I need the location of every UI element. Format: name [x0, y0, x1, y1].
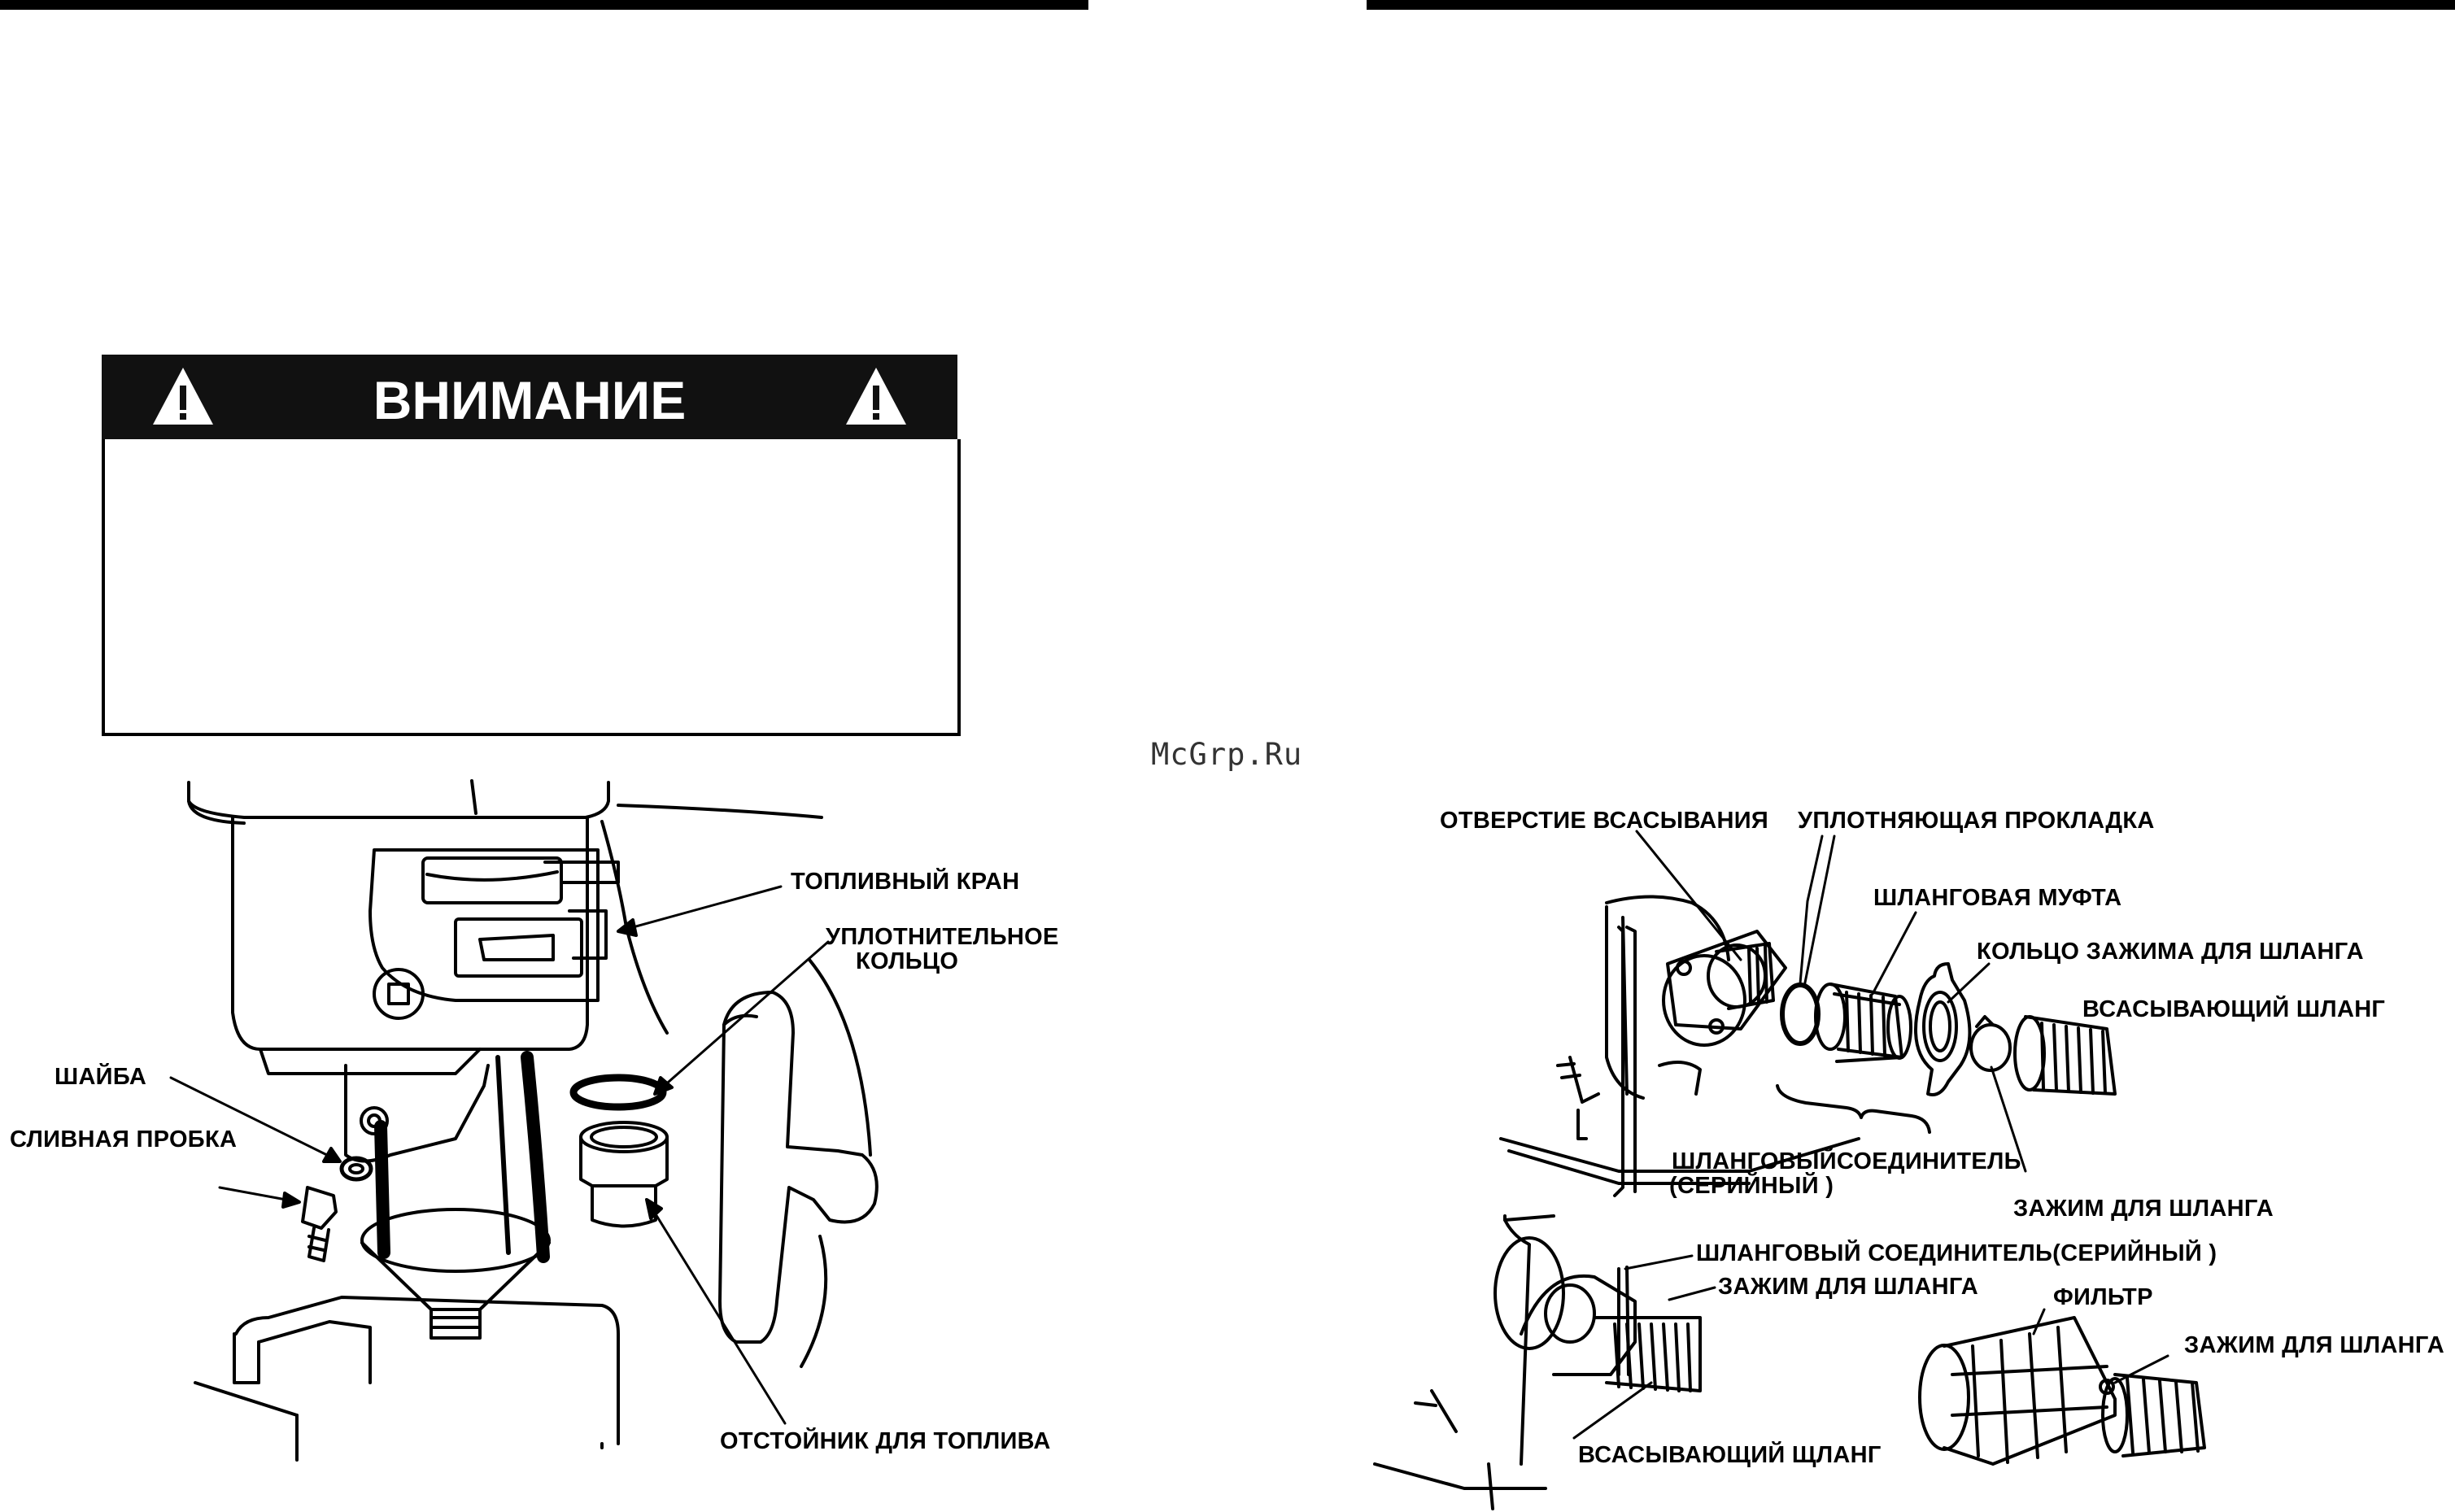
label-hose-clamp-2: ЗАЖИМ ДЛЯ ШЛАНГА [1718, 1274, 1979, 1300]
label-fuel-valve: ТОПЛИВНЫЙ КРАН [791, 869, 1020, 895]
top-rule-right [1367, 0, 2455, 10]
label-suction-hose-2: ВСАСЫВАЮЩИЙ ЩЛАНГ [1578, 1442, 1882, 1468]
warning-body [102, 439, 961, 736]
label-suction-hose: ВСАСЫВАЮЩИЙ ШЛАНГ [2082, 996, 2386, 1022]
label-sediment-cup: ОТСТОЙНИК ДЛЯ ТОПЛИВА [720, 1428, 1051, 1454]
label-hose-coupling: ШЛАНГОВАЯ МУФТА [1873, 885, 2122, 911]
warning-triangle-icon [153, 368, 213, 425]
label-hose-clamp-3: ЗАЖИМ ДЛЯ ШЛАНГА [2184, 1332, 2445, 1358]
label-washer: ШАЙБА [55, 1064, 147, 1090]
label-hose-connector-line2: (СЕРИЙНЫЙ ) [1669, 1173, 1834, 1199]
label-hose-clamp-ring: КОЛЬЦО ЗАЖИМА ДЛЯ ШЛАНГА [1977, 939, 2364, 965]
label-hose-connector-serial: ШЛАНГОВЫЙ СОЕДИНИТЕЛЬ(СЕРИЙНЫЙ ) [1696, 1240, 2217, 1266]
warning-header: ВНИМАНИЕ [102, 355, 957, 439]
label-sealing-gasket: УПЛОТНЯЮЩАЯ ПРОКЛАДКА [1798, 808, 2155, 834]
warning-triangle-icon [846, 368, 906, 425]
label-hose-connector-line1: ШЛАНГОВЫЙСОЕДИНИТЕЛЬ [1672, 1148, 2021, 1174]
label-o-ring-line2: КОЛЬЦО [856, 948, 959, 974]
label-drain-plug: СЛИВНАЯ ПРОБКА [10, 1126, 238, 1153]
label-hose-clamp: ЗАЖИМ ДЛЯ ШЛАНГА [2013, 1196, 2274, 1222]
top-rule-left [0, 0, 1088, 10]
label-strainer: ФИЛЬТР [2053, 1284, 2153, 1310]
label-suction-port: ОТВЕРСТИЕ ВСАСЫВАНИЯ [1440, 808, 1769, 834]
label-o-ring-line1: УПЛОТНИТЕЛЬНОЕ [826, 924, 1059, 950]
warning-title: ВНИМАНИЕ [373, 370, 687, 430]
watermark: McGrp.Ru [1151, 737, 1303, 772]
